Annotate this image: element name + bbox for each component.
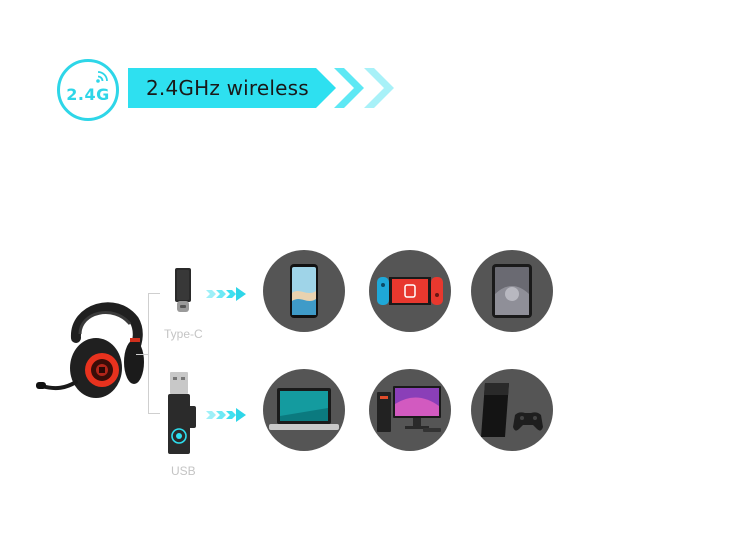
wireless-badge: 2.4G [57, 59, 119, 121]
switch-console-icon [377, 277, 443, 305]
device-tablet [471, 250, 553, 332]
tablet-icon [492, 264, 532, 318]
headset-icon [36, 302, 144, 398]
laptop-icon [269, 388, 339, 430]
wireless-banner: 2.4GHz wireless [128, 68, 336, 108]
connector-caption-typec: Type-C [164, 327, 203, 341]
chevron-right-icon [364, 68, 394, 108]
usb-a-dongle-icon [168, 372, 196, 454]
smartphone-icon [290, 264, 318, 318]
wireless-signal-icon [96, 71, 108, 83]
arrow-right-icon [206, 287, 246, 301]
usb-c-dongle-icon [175, 268, 191, 312]
device-smartphone [263, 250, 345, 332]
banner-title: 2.4GHz wireless [146, 76, 309, 100]
device-switch [369, 250, 451, 332]
connector-caption-usb: USB [171, 464, 196, 478]
arrow-right-icon [206, 408, 246, 422]
device-laptop [263, 369, 345, 451]
chevron-right-icon [334, 68, 364, 108]
desktop-pc-icon [377, 386, 441, 432]
connection-stem [136, 354, 148, 355]
badge-label: 2.4G [66, 84, 110, 104]
playstation-console-icon [481, 383, 543, 437]
device-desktop [369, 369, 451, 451]
connection-bracket [148, 293, 160, 414]
device-playstation [471, 369, 553, 451]
